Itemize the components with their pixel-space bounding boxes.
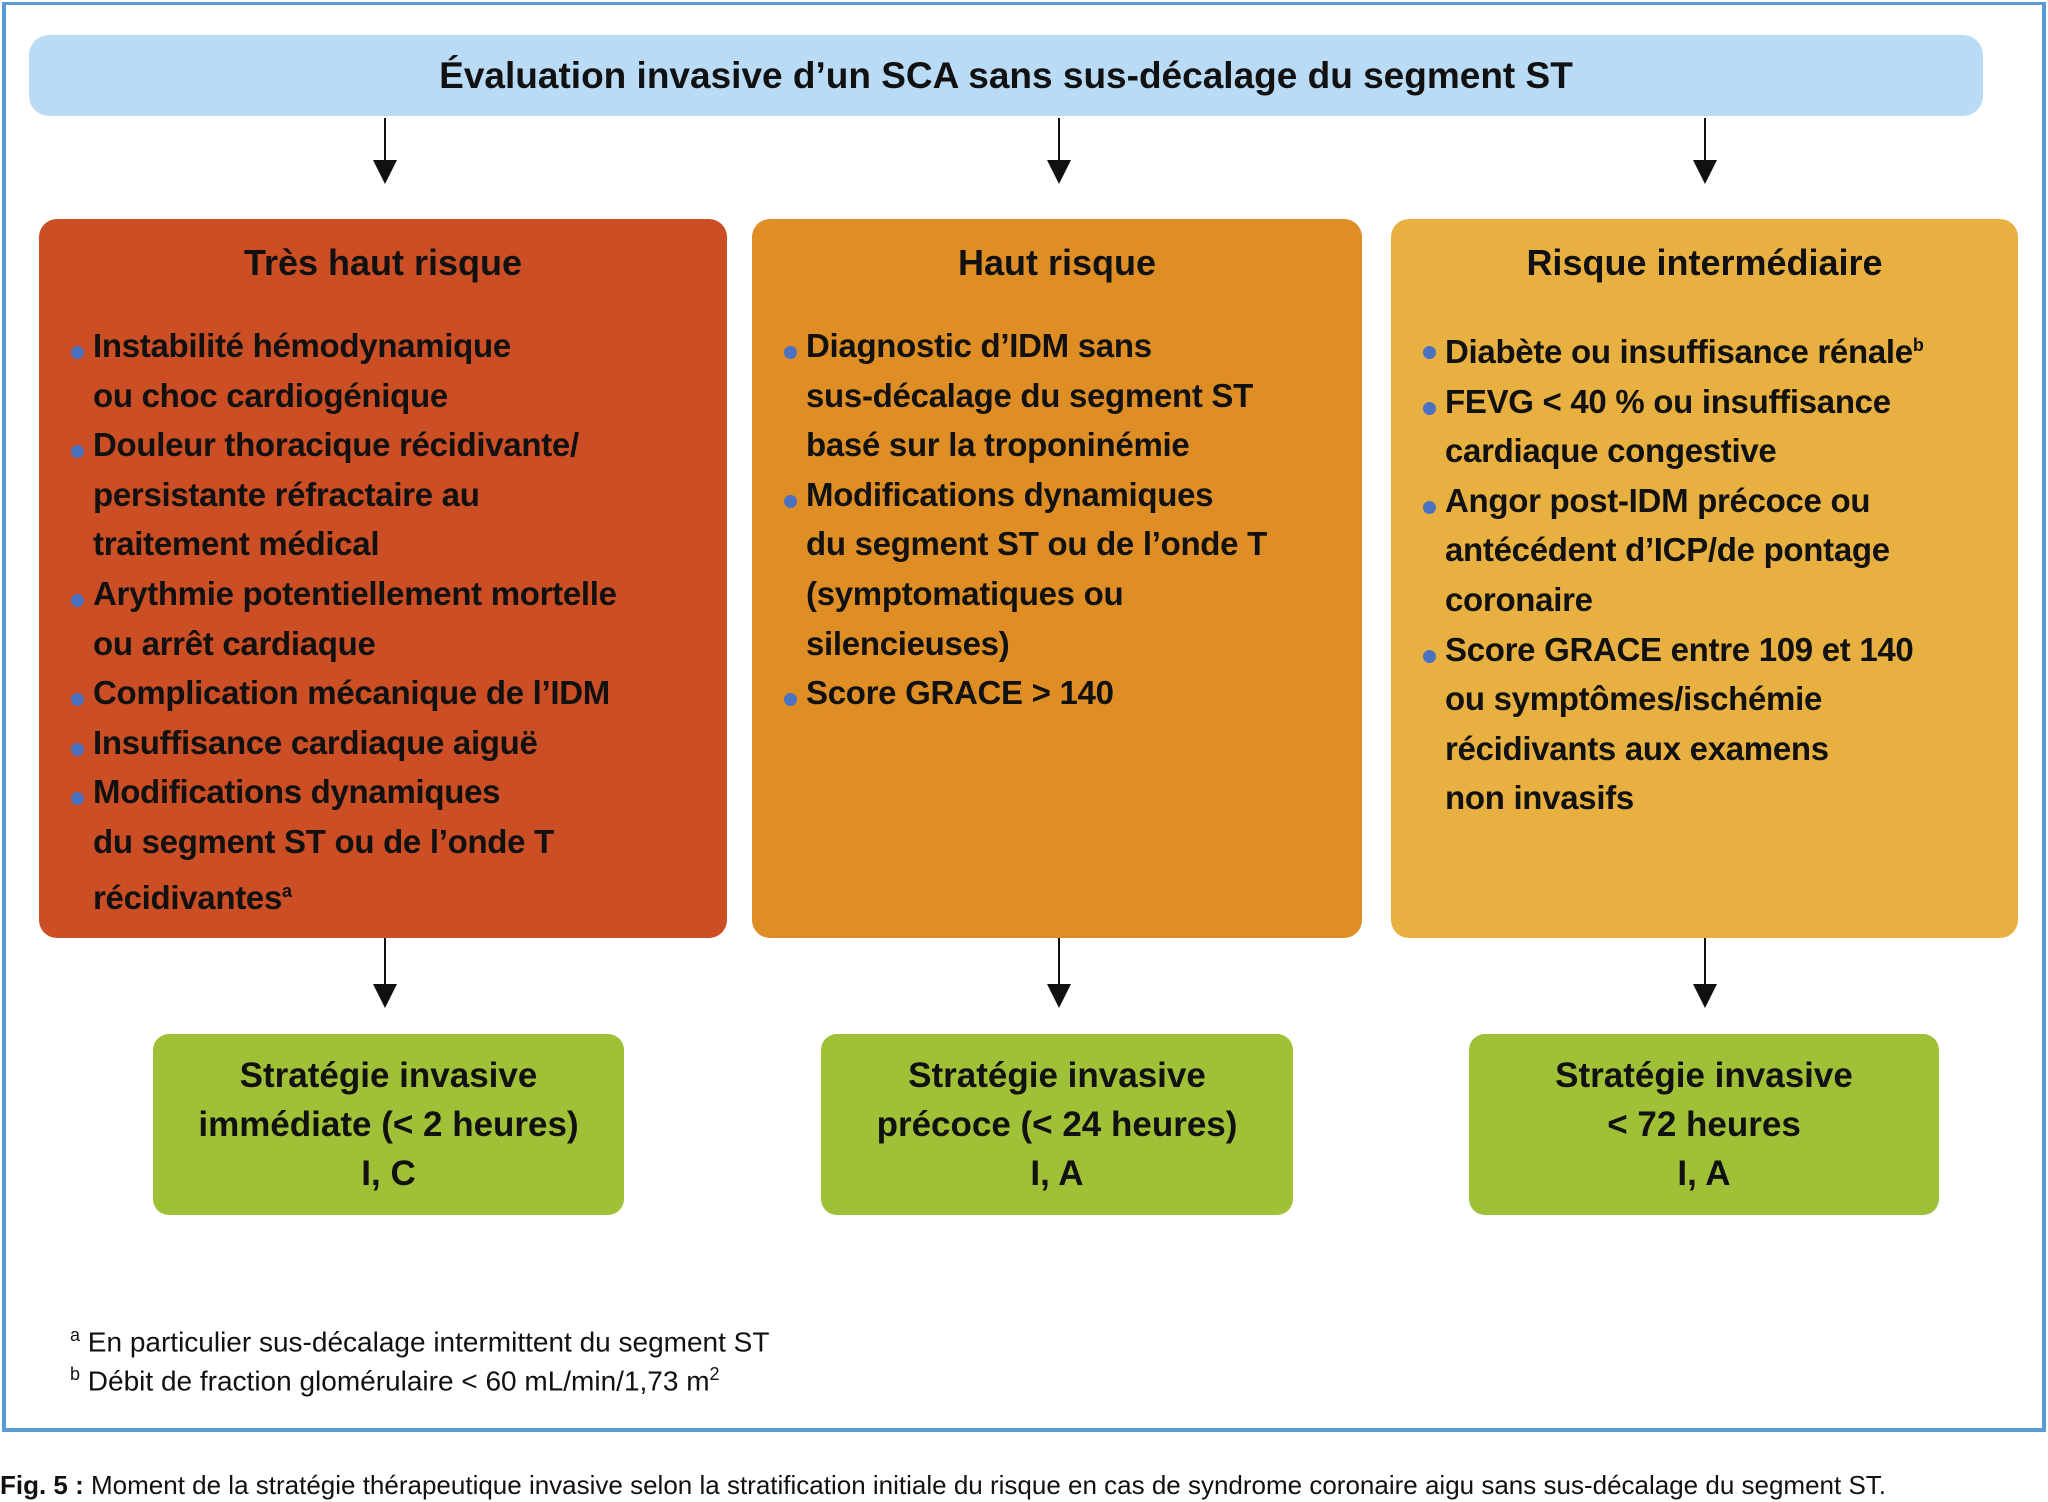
list-item: Modifications dynamiques du segment ST o… xyxy=(65,767,727,922)
strategy-line: Stratégie invasive xyxy=(1555,1056,1853,1095)
list-item: Diabète ou insuffisance rénaleb xyxy=(1417,321,2018,377)
strategy-box: Stratégie invasive immédiate (< 2 heures)… xyxy=(153,1034,624,1215)
arrow-down-icon xyxy=(1693,938,1717,1008)
strategy-line: immédiate (< 2 heures) xyxy=(198,1105,579,1144)
list-item: Score GRACE > 140 xyxy=(778,668,1362,718)
bullet-icon xyxy=(71,346,84,359)
item-text: Score GRACE entre 109 et 140 ou symptôme… xyxy=(1445,630,1914,817)
item-text: Instabilité hémodynamique ou choc cardio… xyxy=(93,327,511,414)
item-text: Modifications dynamiques du segment ST o… xyxy=(93,773,554,916)
strategy-box: Stratégie invasive précoce (< 24 heures) I… xyxy=(821,1034,1293,1215)
strategy-box: Stratégie invasive < 72 heures I, A xyxy=(1469,1034,1939,1215)
bullet-icon xyxy=(784,494,797,508)
strategy-line: Stratégie invasive xyxy=(239,1056,538,1095)
strategy-line: I, A xyxy=(1677,1154,1731,1193)
strategy-line: < 72 heures xyxy=(1607,1105,1801,1144)
risk-heading: Très haut risque xyxy=(243,242,523,283)
criteria-list: Diagnostic d’IDM sans sus-décalage du se… xyxy=(778,321,1362,718)
diagram-title: Évaluation invasive d’un SCA sans sus-dé… xyxy=(29,35,1983,116)
item-text: Diagnostic d’IDM sans sus-décalage du se… xyxy=(806,327,1253,464)
risk-heading: Haut risque xyxy=(957,242,1157,283)
list-item: Diagnostic d’IDM sans sus-décalage du se… xyxy=(778,321,1362,470)
footnote-a: a En particulier sus-décalage intermitte… xyxy=(70,1325,770,1358)
list-item: Complication mécanique de l’IDM xyxy=(65,668,727,718)
item-text: Diabète ou insuffisance rénale xyxy=(1445,333,1913,370)
arrow-down-icon xyxy=(1047,118,1071,184)
item-text: FEVG < 40 % ou insuffisance cardiaque co… xyxy=(1445,382,1891,470)
bullet-icon xyxy=(784,693,797,707)
footnote-b: b Débit de fraction glomérulaire < 60 mL… xyxy=(70,1364,720,1397)
list-item: Arythmie potentiellement mortelle ou arr… xyxy=(65,569,727,668)
strategy-line: précoce (< 24 heures) xyxy=(876,1105,1238,1144)
arrow-down-icon xyxy=(373,938,397,1008)
footnote-mark: a xyxy=(282,880,292,901)
bullet-icon xyxy=(1423,401,1436,415)
list-item: Insuffisance cardiaque aiguë xyxy=(65,718,727,768)
arrow-down-icon xyxy=(373,118,397,184)
arrow-down-icon xyxy=(1047,938,1071,1008)
bullet-icon xyxy=(1423,649,1436,663)
item-text: Douleur thoracique récidivante/ persista… xyxy=(93,426,579,563)
item-text: Modifications dynamiques du segment ST o… xyxy=(806,475,1267,662)
list-item: Score GRACE entre 109 et 140 ou symptôme… xyxy=(1417,625,2018,823)
list-item: Instabilité hémodynamique ou choc cardio… xyxy=(65,321,727,420)
item-text: Complication mécanique de l’IDM xyxy=(93,674,610,712)
bullet-icon xyxy=(71,792,84,806)
criteria-list: Instabilité hémodynamique ou choc cardio… xyxy=(65,321,727,922)
figure-caption: Fig. 5 : Moment de la stratégie thérapeu… xyxy=(0,1470,1887,1500)
bullet-icon xyxy=(71,742,84,756)
item-text: Angor post-IDM précoce ou antécédent d’I… xyxy=(1445,481,1890,618)
footnote-mark: b xyxy=(1912,335,1924,355)
item-text: Arythmie potentiellement mortelle ou arr… xyxy=(93,574,617,662)
list-item: Angor post-IDM précoce ou antécédent d’I… xyxy=(1417,476,2018,625)
strategy-line: I, A xyxy=(1030,1154,1084,1193)
figure-frame xyxy=(2,2,2046,1432)
bullet-icon xyxy=(71,593,84,607)
list-item: FEVG < 40 % ou insuffisance cardiaque co… xyxy=(1417,377,2018,476)
strategy-line: I, C xyxy=(361,1154,416,1193)
strategy-line: Stratégie invasive xyxy=(908,1056,1206,1095)
bullet-icon xyxy=(1423,346,1436,359)
risk-heading: Risque intermédiaire xyxy=(1526,242,1883,283)
bullet-icon xyxy=(71,445,84,459)
bullet-icon xyxy=(1423,500,1436,514)
item-text: Score GRACE > 140 xyxy=(806,674,1114,712)
list-item: Modifications dynamiques du segment ST o… xyxy=(778,470,1362,668)
bullet-icon xyxy=(71,693,84,707)
bullet-icon xyxy=(784,346,797,359)
list-item: Douleur thoracique récidivante/ persista… xyxy=(65,420,727,569)
arrow-down-icon xyxy=(1693,118,1717,184)
item-text: Insuffisance cardiaque aiguë xyxy=(93,723,538,761)
